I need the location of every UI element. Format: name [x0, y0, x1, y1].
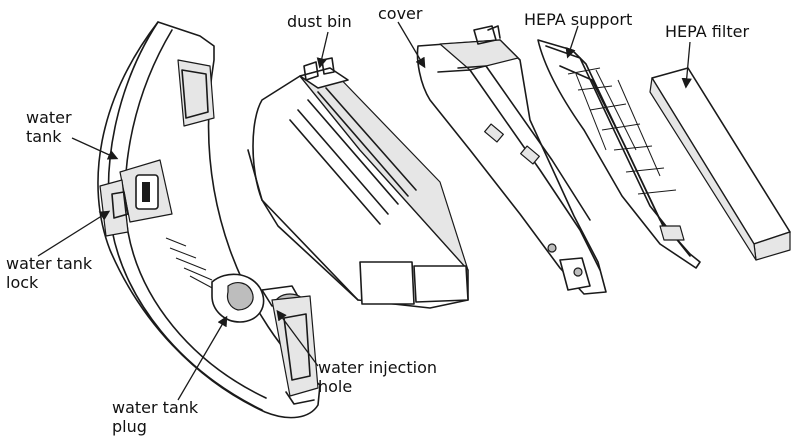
- water-tank-leader: [71, 137, 119, 160]
- hepa-filter-part: [649, 67, 791, 261]
- dust-bin-part: [247, 57, 469, 309]
- printed-text-block: [165, 237, 217, 291]
- hepa-support-label: HEPA support: [524, 10, 633, 29]
- water-tank-lock-label: water tank lock: [6, 254, 93, 292]
- water-injection-hole-leader: [276, 309, 319, 367]
- dust-bin-leader: [316, 31, 329, 69]
- cover-label: cover: [378, 4, 423, 23]
- hepa-filter-label: HEPA filter: [665, 22, 750, 41]
- hepa-support-leader: [565, 25, 579, 59]
- cover-part: [416, 25, 607, 295]
- water-injection-hole-label: water injection hole: [318, 358, 437, 396]
- water-tank-part: [97, 21, 321, 419]
- dust-bin-label: dust bin: [287, 12, 352, 31]
- water-tank-label: water tank: [26, 108, 72, 146]
- water-tank-plug-leader: [177, 315, 228, 401]
- water-tank-lock-leader: [37, 210, 111, 257]
- water-tank-plug-label: water tank plug: [112, 398, 199, 436]
- hepa-support-part: [537, 39, 701, 269]
- cover-leader: [397, 21, 426, 69]
- hepa-filter-leader: [681, 41, 692, 89]
